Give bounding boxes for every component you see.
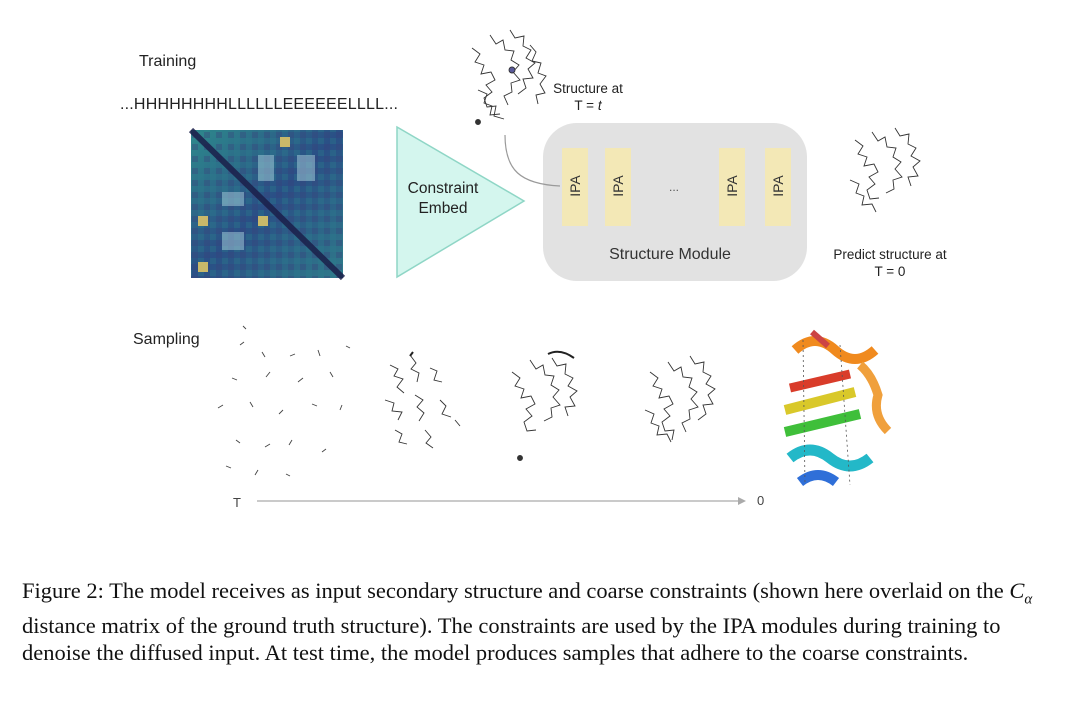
ipa-block-4: [765, 148, 791, 226]
training-label: Training: [139, 53, 197, 70]
sample-step-2-image: [384, 351, 461, 449]
sample-step-1-image: [217, 325, 351, 477]
ipa-block-2: [605, 148, 631, 226]
predicted-structure-image: [849, 127, 921, 213]
predict-structure-label: Predict structure at T = 0: [833, 247, 947, 279]
ipa-block-3: [719, 148, 745, 226]
time-axis-start-label: T: [233, 495, 241, 510]
constraint-embed-shape: [396, 125, 526, 279]
input-arrow: [504, 134, 561, 187]
structure-at-t-label: Structure at T = t: [553, 81, 623, 113]
constraint-embed-label: Constraint Embed: [407, 180, 479, 217]
ipa-label-4: IPA: [770, 175, 786, 197]
ipa-label-1: IPA: [567, 175, 583, 197]
structure-at-t-image: [471, 29, 547, 125]
sample-step-3-image: [511, 350, 578, 461]
folded-protein-image: [783, 329, 892, 487]
sampling-label: Sampling: [133, 331, 200, 348]
ipa-label-3: IPA: [724, 175, 740, 197]
ipa-label-2: IPA: [610, 175, 626, 197]
sample-step-4-image: [644, 355, 716, 443]
time-axis-arrowhead: [738, 497, 746, 505]
sequence-label: ...HHHHHHHHLLLLLLEEEEEELLLL...: [120, 96, 399, 113]
structure-module-label: Structure Module: [609, 246, 731, 263]
ipa-ellipsis: ...: [669, 180, 680, 194]
ipa-block-1: [562, 148, 588, 226]
time-axis-end-label: 0: [757, 493, 765, 508]
distance-matrix: [188, 127, 346, 281]
figure-caption: Figure 2: The model receives as input se…: [22, 578, 1033, 665]
